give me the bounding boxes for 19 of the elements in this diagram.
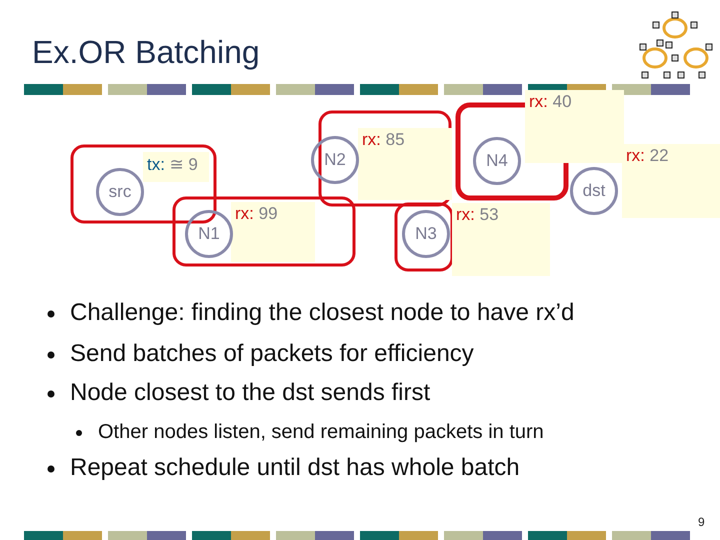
- network-node-circle: N1: [185, 210, 233, 258]
- network-node-circle: N3: [402, 210, 450, 258]
- reception-count-label: rx: 99: [231, 202, 315, 262]
- bullet-text: Other nodes listen, send remaining packets in turn: [98, 420, 544, 445]
- bullet-text: Send batches of packets for efficiency: [70, 339, 474, 369]
- reception-count-label: rx: 22: [622, 144, 720, 218]
- reception-count-label: rx: 53: [452, 203, 550, 276]
- slide-title: Ex.OR Batching: [32, 34, 260, 71]
- bullet-text: Repeat schedule until dst has whole batch: [70, 453, 520, 483]
- network-node-circle: N4: [473, 137, 521, 185]
- network-node-circle: src: [96, 168, 144, 216]
- reception-count-label: rx: 85: [358, 128, 452, 200]
- network-node-circle: dst: [570, 167, 618, 215]
- page-number: 9: [698, 515, 705, 529]
- bullet-text: Node closest to the dst sends first: [70, 378, 430, 408]
- reception-count-label: tx: ≅ 9: [143, 152, 209, 182]
- reception-count-label: rx: 40: [525, 90, 624, 163]
- network-node-circle: N2: [311, 136, 359, 184]
- bullet-text: Challenge: finding the closest node to have rx’d: [70, 298, 574, 328]
